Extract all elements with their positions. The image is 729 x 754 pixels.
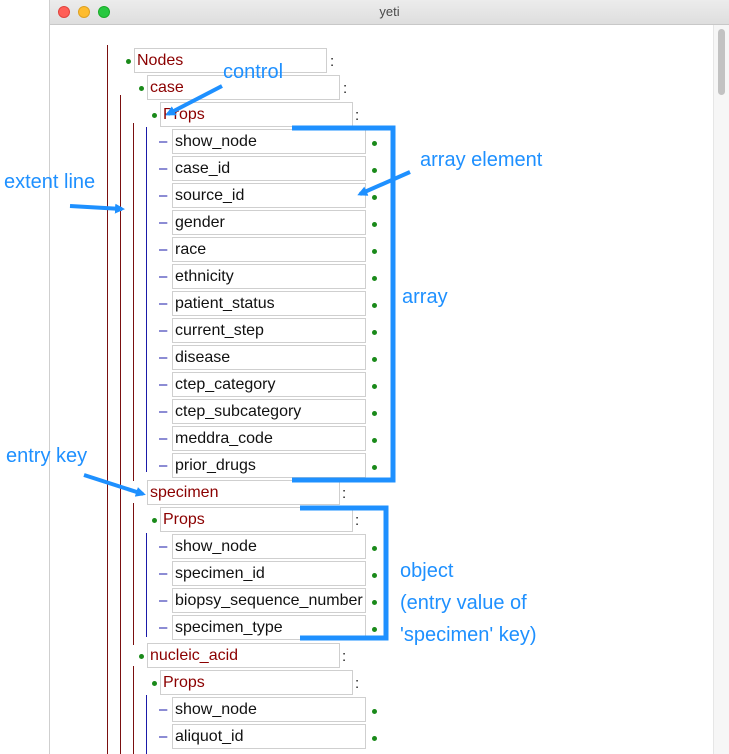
array-dash: – — [159, 160, 168, 177]
nucleic-acid-colon: : — [342, 648, 347, 665]
app-window: yeti Nodes : case : Props : – show_node … — [50, 0, 729, 754]
array-dash: – — [159, 349, 168, 366]
array-dash: – — [159, 241, 168, 258]
array-element[interactable]: case_id — [172, 156, 366, 181]
scroll-thumb[interactable] — [718, 29, 725, 95]
array-dash: – — [159, 268, 168, 285]
array-element[interactable]: prior_drugs — [172, 453, 366, 478]
array-element[interactable]: biopsy_sequence_number — [172, 588, 366, 613]
array-element-control[interactable] — [372, 357, 377, 362]
array-element[interactable]: patient_status — [172, 291, 366, 316]
array-dash: – — [159, 376, 168, 393]
array-dash: – — [159, 133, 168, 150]
vertical-scrollbar[interactable] — [713, 25, 729, 754]
minimize-button[interactable] — [78, 6, 90, 18]
array-element-control[interactable] — [372, 276, 377, 281]
array-element[interactable]: source_id — [172, 183, 366, 208]
zoom-button[interactable] — [98, 6, 110, 18]
array-element[interactable]: disease — [172, 345, 366, 370]
array-element-control[interactable] — [372, 600, 377, 605]
nucleic-acid-props-extent-line — [146, 695, 147, 754]
array-element[interactable]: show_node — [172, 129, 366, 154]
array-element[interactable]: aliquot_id — [172, 724, 366, 749]
nucleic-acid-key[interactable]: nucleic_acid — [147, 643, 340, 668]
array-element[interactable]: specimen_id — [172, 561, 366, 586]
nodes-extent-line — [107, 45, 108, 754]
case-props-array-extent-line — [146, 127, 147, 472]
array-element-control[interactable] — [372, 573, 377, 578]
array-element[interactable]: ctep_category — [172, 372, 366, 397]
array-element[interactable]: gender — [172, 210, 366, 235]
array-dash: – — [159, 430, 168, 447]
array-dash: – — [159, 214, 168, 231]
specimen-extent-line — [133, 503, 134, 645]
array-element-control[interactable] — [372, 141, 377, 146]
case-props-extent-line — [133, 123, 134, 481]
array-dash: – — [159, 322, 168, 339]
array-element-control[interactable] — [372, 195, 377, 200]
nucleic-acid-props-colon: : — [355, 675, 360, 692]
array-element-control[interactable] — [372, 384, 377, 389]
array-element-control[interactable] — [372, 411, 377, 416]
case-extent-line — [120, 95, 121, 754]
nodes-key[interactable]: Nodes — [134, 48, 327, 73]
specimen-props-colon: : — [355, 512, 360, 529]
specimen-key[interactable]: specimen — [147, 480, 340, 505]
array-element-control[interactable] — [372, 303, 377, 308]
specimen-props-key[interactable]: Props — [160, 507, 353, 532]
array-element-control[interactable] — [372, 249, 377, 254]
array-dash: – — [159, 295, 168, 312]
array-dash: – — [159, 619, 168, 636]
array-element[interactable]: ctep_subcategory — [172, 399, 366, 424]
array-element-control[interactable] — [372, 709, 377, 714]
case-props-control[interactable] — [152, 113, 157, 118]
array-element[interactable]: race — [172, 237, 366, 262]
nodes-control[interactable] — [126, 59, 131, 64]
array-element[interactable]: meddra_code — [172, 426, 366, 451]
array-element-control[interactable] — [372, 627, 377, 632]
nodes-colon: : — [330, 53, 335, 70]
array-dash: – — [159, 457, 168, 474]
array-element[interactable]: specimen_type — [172, 615, 366, 640]
window-title: yeti — [379, 4, 400, 19]
array-dash: – — [159, 403, 168, 420]
array-element-control[interactable] — [372, 222, 377, 227]
nucleic-acid-control[interactable] — [139, 654, 144, 659]
specimen-props-extent-line — [146, 533, 147, 637]
specimen-colon: : — [342, 485, 347, 502]
case-props-colon: : — [355, 107, 360, 124]
array-element[interactable]: current_step — [172, 318, 366, 343]
case-control[interactable] — [139, 86, 144, 91]
array-dash: – — [159, 728, 168, 745]
array-element-control[interactable] — [372, 736, 377, 741]
array-dash: – — [159, 538, 168, 555]
nucleic-acid-extent-line — [133, 666, 134, 754]
title-bar: yeti — [50, 0, 729, 25]
nucleic-acid-props-control[interactable] — [152, 681, 157, 686]
array-dash: – — [159, 187, 168, 204]
nucleic-acid-props-key[interactable]: Props — [160, 670, 353, 695]
close-button[interactable] — [58, 6, 70, 18]
case-colon: : — [343, 80, 348, 97]
case-key[interactable]: case — [147, 75, 340, 100]
array-element-control[interactable] — [372, 546, 377, 551]
array-element-control[interactable] — [372, 438, 377, 443]
array-element[interactable]: show_node — [172, 534, 366, 559]
array-element-control[interactable] — [372, 465, 377, 470]
tree-view[interactable]: Nodes : case : Props : – show_node – cas… — [50, 25, 714, 754]
specimen-props-control[interactable] — [152, 518, 157, 523]
array-dash: – — [159, 565, 168, 582]
array-dash: – — [159, 701, 168, 718]
case-props-key[interactable]: Props — [160, 102, 353, 127]
array-element-control[interactable] — [372, 168, 377, 173]
array-dash: – — [159, 592, 168, 609]
array-element[interactable]: ethnicity — [172, 264, 366, 289]
array-element-control[interactable] — [372, 330, 377, 335]
array-element[interactable]: show_node — [172, 697, 366, 722]
